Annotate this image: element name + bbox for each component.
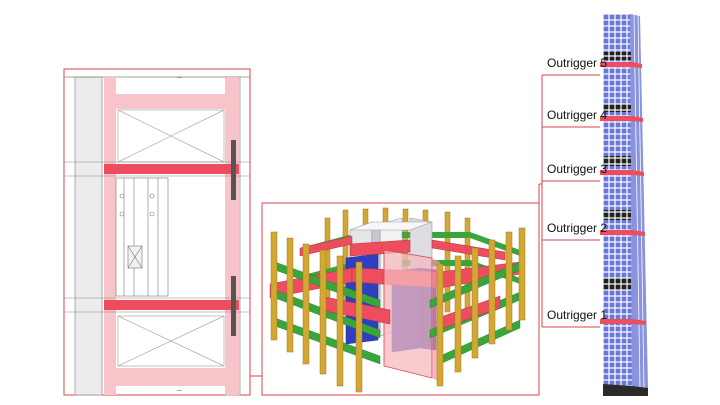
tower-elevation	[600, 14, 648, 396]
outrigger-5-label: Outrigger 5	[547, 56, 608, 70]
svg-text:~: ~	[176, 73, 183, 82]
tower-side-face	[630, 14, 648, 390]
detail-outrigger-beam-upper	[104, 164, 239, 174]
detail-steel-plate-upper	[231, 140, 236, 200]
outrigger-4-label: Outrigger 4	[547, 108, 608, 122]
detail-x-bracing-top	[117, 109, 225, 163]
outrigger-label-bracket	[538, 74, 600, 328]
detail-top-beam	[104, 94, 239, 109]
model-front-columns	[270, 227, 526, 393]
tower-front-face	[603, 14, 632, 390]
detail-x-bracing-bottom	[117, 315, 225, 367]
detail-bottom-beam	[104, 368, 239, 386]
outrigger-2-label: Outrigger 2	[547, 221, 608, 235]
svg-text:~: ~	[176, 386, 183, 395]
tower-outrigger-bands	[600, 62, 646, 325]
tower-base	[603, 384, 648, 396]
detail-core-elevation	[115, 177, 169, 297]
section-detail-drawing: ~ ~	[63, 68, 251, 396]
model-section-plane	[383, 249, 440, 382]
detail-outrigger-beam-lower	[104, 300, 239, 310]
detail-pink-column-left	[104, 77, 116, 395]
outrigger-3d-model	[261, 202, 540, 396]
detail-pink-column-right	[226, 77, 239, 395]
detail-left-column	[74, 76, 103, 396]
detail-steel-plate-lower	[231, 276, 236, 336]
outrigger-1-label: Outrigger 1	[547, 308, 608, 322]
outrigger-3-label: Outrigger 3	[547, 162, 608, 176]
